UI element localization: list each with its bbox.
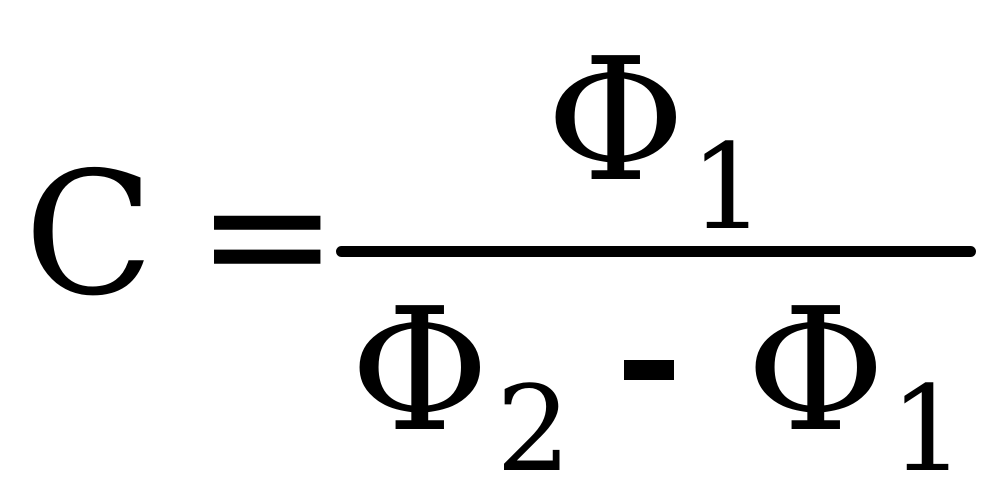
denominator-term2-subscript: 1 [890, 360, 966, 498]
numerator-symbol: Φ [546, 22, 686, 220]
denominator-term2-symbol: Φ [746, 272, 886, 470]
denominator-term1-subscript: 2 [496, 360, 572, 498]
equals-sign: = [196, 136, 339, 334]
denominator-term1-symbol: Φ [350, 272, 490, 470]
numerator-subscript: 1 [690, 118, 766, 256]
fraction-bar [336, 246, 976, 257]
minus-sign [624, 360, 674, 380]
lhs-variable: C [24, 136, 155, 334]
